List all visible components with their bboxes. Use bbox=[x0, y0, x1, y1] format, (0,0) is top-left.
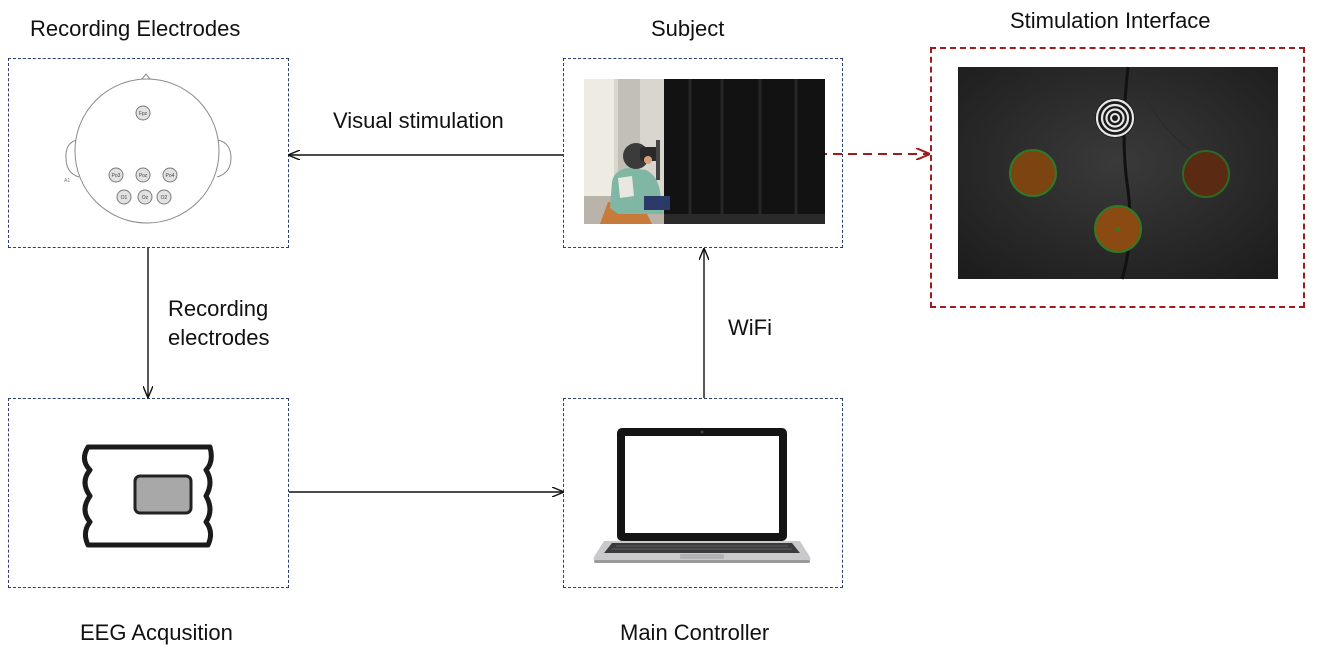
stimulation-interface-title: Stimulation Interface bbox=[1010, 8, 1211, 33]
electrode-oz bbox=[137, 189, 153, 205]
target-top bbox=[1095, 98, 1135, 138]
electrode-label-poz: Poz bbox=[139, 173, 148, 179]
head-diagram bbox=[65, 73, 232, 224]
visual-stimulation-label: Visual stimulation bbox=[333, 108, 504, 133]
eeg-device-icon bbox=[82, 444, 214, 548]
main-controller-title: Main Controller bbox=[620, 620, 770, 645]
electrode-label-fpz: Fpz bbox=[139, 111, 148, 117]
electrode-fpz bbox=[135, 105, 151, 121]
electrode-label-po4: Po4 bbox=[166, 173, 175, 179]
stimulation-interface-box bbox=[930, 47, 1305, 308]
electrode-po4 bbox=[162, 167, 178, 183]
target-left bbox=[1009, 149, 1057, 197]
subject-photo bbox=[584, 79, 825, 224]
subject-box bbox=[563, 58, 843, 248]
electrode-poz bbox=[135, 167, 151, 183]
target-right bbox=[1182, 150, 1230, 198]
head-side-label: A1 bbox=[64, 178, 70, 184]
eeg-acquisition-box bbox=[8, 398, 289, 588]
subject-title: Subject bbox=[651, 16, 725, 41]
laptop-icon bbox=[593, 428, 811, 563]
eeg-acquisition-title: EEG Acqusition bbox=[80, 620, 233, 645]
electrode-label-o2: O2 bbox=[161, 195, 168, 201]
recording-electrodes-edge-label-1: Recording bbox=[168, 296, 269, 321]
electrode-po3 bbox=[108, 167, 124, 183]
target-bottom bbox=[1094, 205, 1142, 253]
electrode-o1 bbox=[116, 189, 132, 205]
electrode-label-po3: Po3 bbox=[112, 173, 121, 179]
wifi-label: WiFi bbox=[728, 315, 772, 340]
electrode-label-o1: O1 bbox=[121, 195, 128, 201]
electrode-label-oz: Oz bbox=[142, 195, 149, 201]
recording-electrodes-edge-label-2: electrodes bbox=[168, 325, 270, 350]
electrode-o2 bbox=[156, 189, 172, 205]
recording-electrodes-title: Recording Electrodes bbox=[30, 16, 241, 41]
